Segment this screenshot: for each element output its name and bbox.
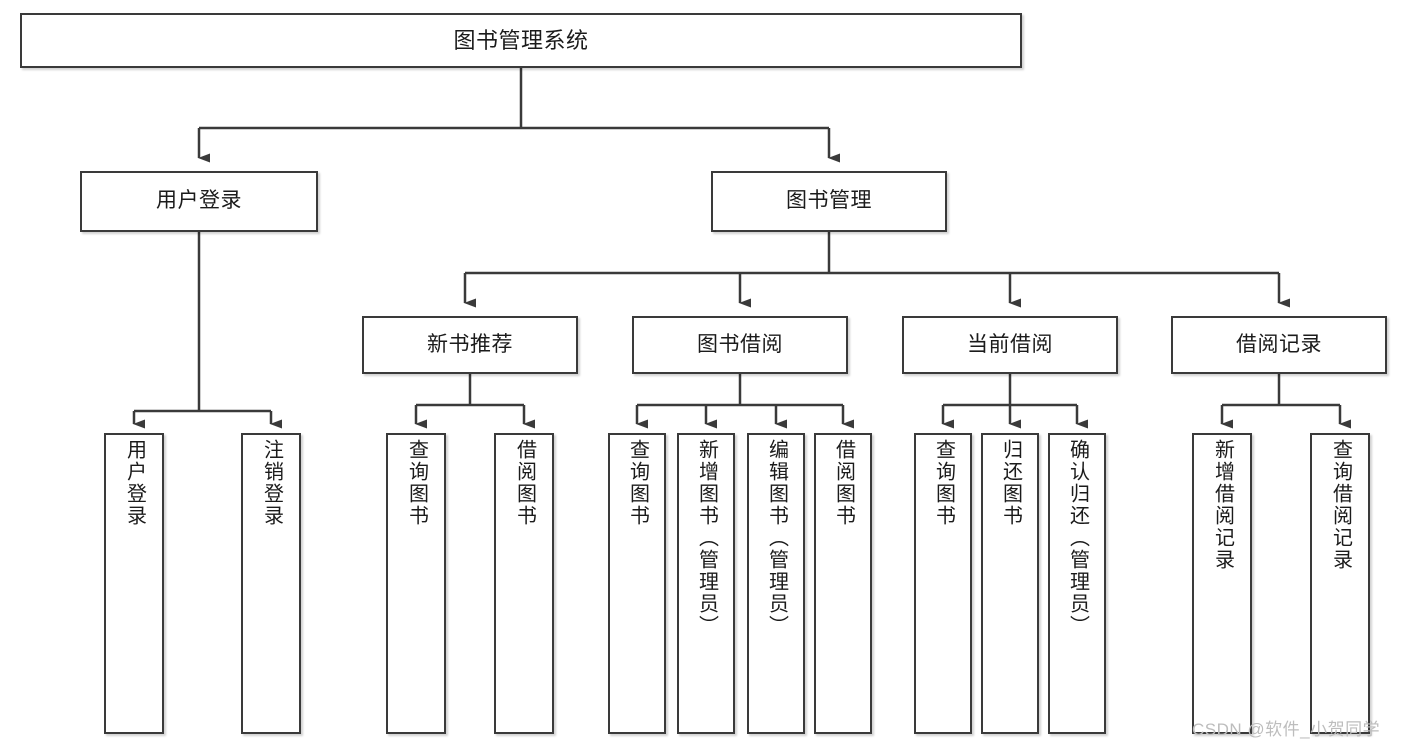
- leaf-book-borrow-add[interactable]: 新增图书（管理员）: [677, 433, 735, 734]
- node-label: 确认归还（管理员）: [1066, 439, 1089, 637]
- leaf-book-borrow-borrow[interactable]: 借阅图书: [814, 433, 872, 734]
- node-label: 新书推荐: [427, 332, 513, 356]
- node-current-borrow[interactable]: 当前借阅: [902, 316, 1118, 374]
- leaf-current-borrow-query[interactable]: 查询图书: [914, 433, 972, 734]
- node-label: 图书管理: [786, 189, 872, 213]
- leaf-new-book-borrow[interactable]: 借阅图书: [494, 433, 554, 734]
- node-label: 归还图书: [999, 439, 1022, 527]
- node-label: 当前借阅: [967, 332, 1053, 356]
- node-label: 用户登录: [156, 189, 242, 213]
- node-label: 查询图书: [405, 439, 428, 527]
- node-borrow-record[interactable]: 借阅记录: [1171, 316, 1387, 374]
- leaf-borrow-record-query[interactable]: 查询借阅记录: [1310, 433, 1370, 734]
- node-label: 编辑图书（管理员）: [765, 439, 788, 637]
- node-label: 借阅图书: [832, 439, 855, 527]
- leaf-user-login-login[interactable]: 用户登录: [104, 433, 164, 734]
- node-root-system[interactable]: 图书管理系统: [20, 13, 1022, 68]
- node-book-borrow[interactable]: 图书借阅: [632, 316, 848, 374]
- node-label: 借阅记录: [1236, 332, 1322, 356]
- node-label: 查询借阅记录: [1329, 439, 1352, 571]
- node-label: 图书借阅: [697, 332, 783, 356]
- leaf-current-borrow-return[interactable]: 归还图书: [981, 433, 1039, 734]
- leaf-book-borrow-query[interactable]: 查询图书: [608, 433, 666, 734]
- leaf-new-book-query[interactable]: 查询图书: [386, 433, 446, 734]
- node-label: 新增图书（管理员）: [695, 439, 718, 637]
- node-label: 图书管理系统: [453, 27, 589, 53]
- node-new-book-recommend[interactable]: 新书推荐: [362, 316, 578, 374]
- node-user-login[interactable]: 用户登录: [80, 171, 318, 232]
- node-label: 用户登录: [123, 439, 146, 527]
- leaf-user-login-logout[interactable]: 注销登录: [241, 433, 301, 734]
- node-label: 借阅图书: [513, 439, 536, 527]
- node-label: 查询图书: [932, 439, 955, 527]
- leaf-book-borrow-edit[interactable]: 编辑图书（管理员）: [747, 433, 805, 734]
- node-book-management[interactable]: 图书管理: [711, 171, 947, 232]
- node-label: 注销登录: [260, 439, 283, 527]
- leaf-current-borrow-confirm-return[interactable]: 确认归还（管理员）: [1048, 433, 1106, 734]
- leaf-borrow-record-add[interactable]: 新增借阅记录: [1192, 433, 1252, 734]
- node-label: 新增借阅记录: [1211, 439, 1234, 571]
- csdn-watermark: CSDN @软件_小贺同学: [1192, 720, 1381, 739]
- node-label: 查询图书: [626, 439, 649, 527]
